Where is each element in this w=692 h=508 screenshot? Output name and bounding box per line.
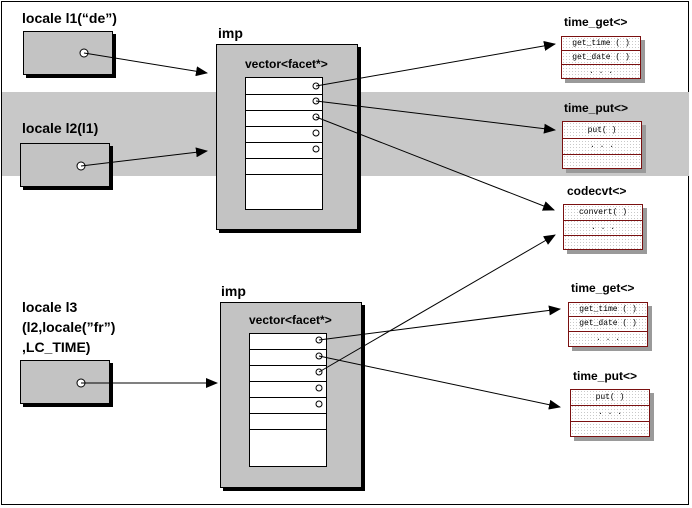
vector-slot <box>246 143 322 159</box>
facet-time-put-2-title: time_put<> <box>573 369 638 383</box>
facet-row: put( ) <box>563 122 641 139</box>
facet-row: get_date ( ) <box>569 317 647 332</box>
locale-l3-label-line3: ,LC_TIME) <box>22 339 91 355</box>
arrow-imp2-to-time-get-2 <box>318 305 561 341</box>
locale-l2-label: locale l2(l1) <box>22 120 99 136</box>
imp2-slot-handle <box>315 400 323 408</box>
facet-row: put( ) <box>571 390 649 406</box>
imp1-slot-handle <box>312 145 320 153</box>
arrow-imp1-to-time-get-1 <box>315 40 556 87</box>
facet-row: . . . <box>571 406 649 422</box>
locale-l3-label-line2: (l2,locale(”fr”) <box>22 319 116 335</box>
imp-2-title: imp <box>221 283 246 299</box>
imp-1-vector <box>245 77 323 210</box>
vector-slot <box>250 350 326 366</box>
facet-row: . . . <box>563 139 641 155</box>
vector-slot <box>250 414 326 430</box>
facet-time-get-1: get_time ( ) get_date ( ) . . . <box>561 36 641 79</box>
facet-row: . . . <box>595 334 620 343</box>
facet-codecvt-title: codecvt<> <box>567 184 627 198</box>
imp-2-vector-label: vector<facet*> <box>249 313 332 327</box>
arrow-imp2-to-time-put-2 <box>318 355 561 410</box>
vector-slot <box>250 334 326 350</box>
vector-slot <box>246 159 322 175</box>
locale-l2-box <box>20 143 110 187</box>
facet-row: get_time ( ) <box>562 37 640 51</box>
facet-time-put-1: put( ) . . . <box>562 121 642 169</box>
vector-slot <box>246 95 322 111</box>
facet-time-put-1-title: time_put<> <box>564 101 629 115</box>
imp-2-vector <box>249 333 327 467</box>
locale-l1-label: locale l1(“de”) <box>22 10 117 26</box>
imp-1-title: imp <box>218 25 243 41</box>
facet-row: . . . <box>588 67 613 76</box>
arrow-imp1-to-codecvt <box>315 116 555 211</box>
locale-l3-box <box>20 360 110 404</box>
facet-time-get-1-title: time_get<> <box>564 15 628 29</box>
locale-l1-box <box>23 31 113 75</box>
facet-time-get-2: get_time ( ) get_date ( ) . . . <box>568 302 648 347</box>
facet-row: get_time ( ) <box>569 303 647 317</box>
imp1-slot-handle <box>312 129 320 137</box>
arrow-imp2-to-codecvt <box>318 234 556 373</box>
vector-slot <box>250 398 326 414</box>
vector-slot <box>246 127 322 143</box>
arrow-imp1-to-time-put-1 <box>315 100 556 134</box>
facet-row: get_date ( ) <box>562 51 640 65</box>
facet-time-get-2-title: time_get<> <box>571 281 635 295</box>
vector-slot <box>250 366 326 382</box>
vector-slot <box>250 382 326 398</box>
facet-row: . . . <box>564 221 642 236</box>
imp-2-box: vector<facet*> <box>220 302 362 488</box>
arrow-l1-to-imp <box>83 52 208 77</box>
imp2-slot-handle <box>315 384 323 392</box>
facet-row: convert( ) <box>564 205 642 221</box>
facet-time-put-2: put( ) . . . <box>570 389 650 437</box>
locale-l3-label-line1: locale l3 <box>22 299 78 315</box>
imp-1-box: vector<facet*> <box>216 44 358 230</box>
arrow-l2-to-imp <box>80 147 208 167</box>
facet-codecvt: convert( ) . . . <box>563 204 643 250</box>
vector-slot <box>246 78 322 95</box>
imp-1-vector-label: vector<facet*> <box>245 57 328 71</box>
vector-slot <box>246 111 322 127</box>
